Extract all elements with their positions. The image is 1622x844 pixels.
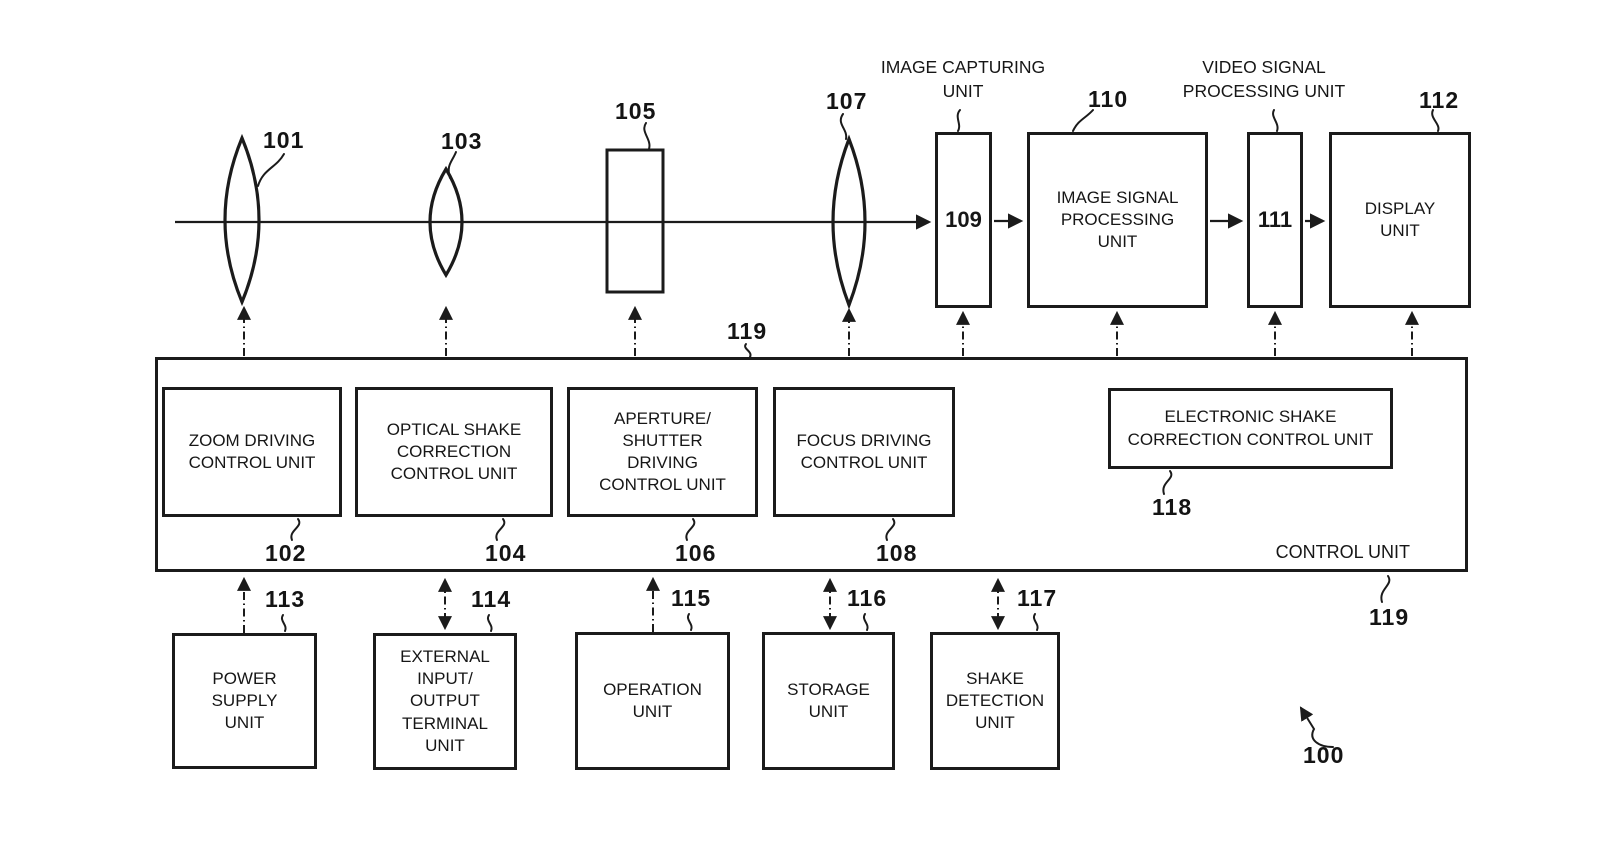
ref-118: 118: [1152, 494, 1193, 520]
operation-unit-box: OPERATION UNIT: [575, 632, 730, 770]
electronic-shake-correction-control-unit-box: ELECTRONIC SHAKE CORRECTION CONTROL UNIT: [1108, 388, 1393, 469]
ref-105: 105: [615, 98, 657, 124]
leader-115: [687, 613, 693, 631]
ref-102: 102: [265, 540, 307, 566]
image-capturing-unit-caption: IMAGE CAPTURING UNIT: [880, 57, 1046, 101]
ref-100: 100: [1303, 742, 1345, 768]
control-unit-box: CONTROL UNIT: [155, 357, 1468, 572]
ref-101: 101: [263, 127, 305, 153]
leader-cap111: [1272, 109, 1279, 132]
ref-117: 117: [1017, 585, 1058, 611]
aperture-shutter-driving-control-unit-box: APERTURE/ SHUTTER DRIVING CONTROL UNIT: [567, 387, 758, 517]
leader-105: [643, 122, 651, 150]
leader-114: [487, 614, 493, 632]
ref-119-top: 119: [727, 318, 768, 344]
focus-driving-control-unit-box: FOCUS DRIVING CONTROL UNIT: [773, 387, 955, 517]
leader-119-top: [744, 343, 752, 358]
ref-112: 112: [1419, 87, 1460, 113]
figure-pointer-100: [1299, 706, 1334, 748]
external-io-terminal-unit-box: EXTERNAL INPUT/ OUTPUT TERMINAL UNIT: [373, 633, 517, 770]
ref-113: 113: [265, 586, 306, 612]
ref-119-bottom: 119: [1369, 604, 1410, 630]
control-unit-label: CONTROL UNIT: [1275, 542, 1410, 562]
leader-117: [1033, 613, 1039, 631]
ref-114: 114: [471, 586, 512, 612]
leader-112: [1431, 109, 1440, 132]
storage-unit-box: STORAGE UNIT: [762, 632, 895, 770]
ref-116: 116: [847, 585, 888, 611]
leader-110: [1072, 109, 1094, 132]
power-supply-unit-box: POWER SUPPLY UNIT: [172, 633, 317, 769]
video-signal-processing-unit-box: 111: [1247, 132, 1303, 308]
ref-115: 115: [671, 585, 712, 611]
ref-110: 110: [1088, 86, 1129, 112]
leader-cap109: [956, 109, 961, 132]
image-signal-processing-unit-box: IMAGE SIGNAL PROCESSING UNIT: [1027, 132, 1208, 308]
display-unit-box: DISPLAY UNIT: [1329, 132, 1471, 308]
ref-103: 103: [441, 128, 483, 154]
leader-107: [839, 113, 848, 140]
shake-detection-unit-box: SHAKE DETECTION UNIT: [930, 632, 1060, 770]
image-capturing-unit-box: 109: [935, 132, 992, 308]
leader-108: [885, 518, 896, 541]
leader-103: [447, 151, 457, 179]
leader-116: [863, 613, 869, 631]
leader-102: [290, 518, 301, 541]
zoom-driving-control-unit-box: ZOOM DRIVING CONTROL UNIT: [162, 387, 342, 517]
leader-118: [1162, 470, 1173, 495]
ref-107: 107: [826, 88, 868, 114]
leader-104: [495, 518, 506, 541]
ref-104: 104: [485, 540, 527, 566]
leader-113: [281, 614, 287, 632]
leader-101: [257, 153, 285, 187]
lens-101-shape: [223, 133, 261, 307]
leader-106: [685, 518, 696, 541]
video-signal-processing-unit-caption: VIDEO SIGNAL PROCESSING UNIT: [1182, 57, 1346, 101]
optical-shake-correction-control-unit-box: OPTICAL SHAKE CORRECTION CONTROL UNIT: [355, 387, 553, 517]
ref-108: 108: [876, 540, 918, 566]
leader-119-bottom: [1380, 575, 1391, 603]
ref-106: 106: [675, 540, 717, 566]
